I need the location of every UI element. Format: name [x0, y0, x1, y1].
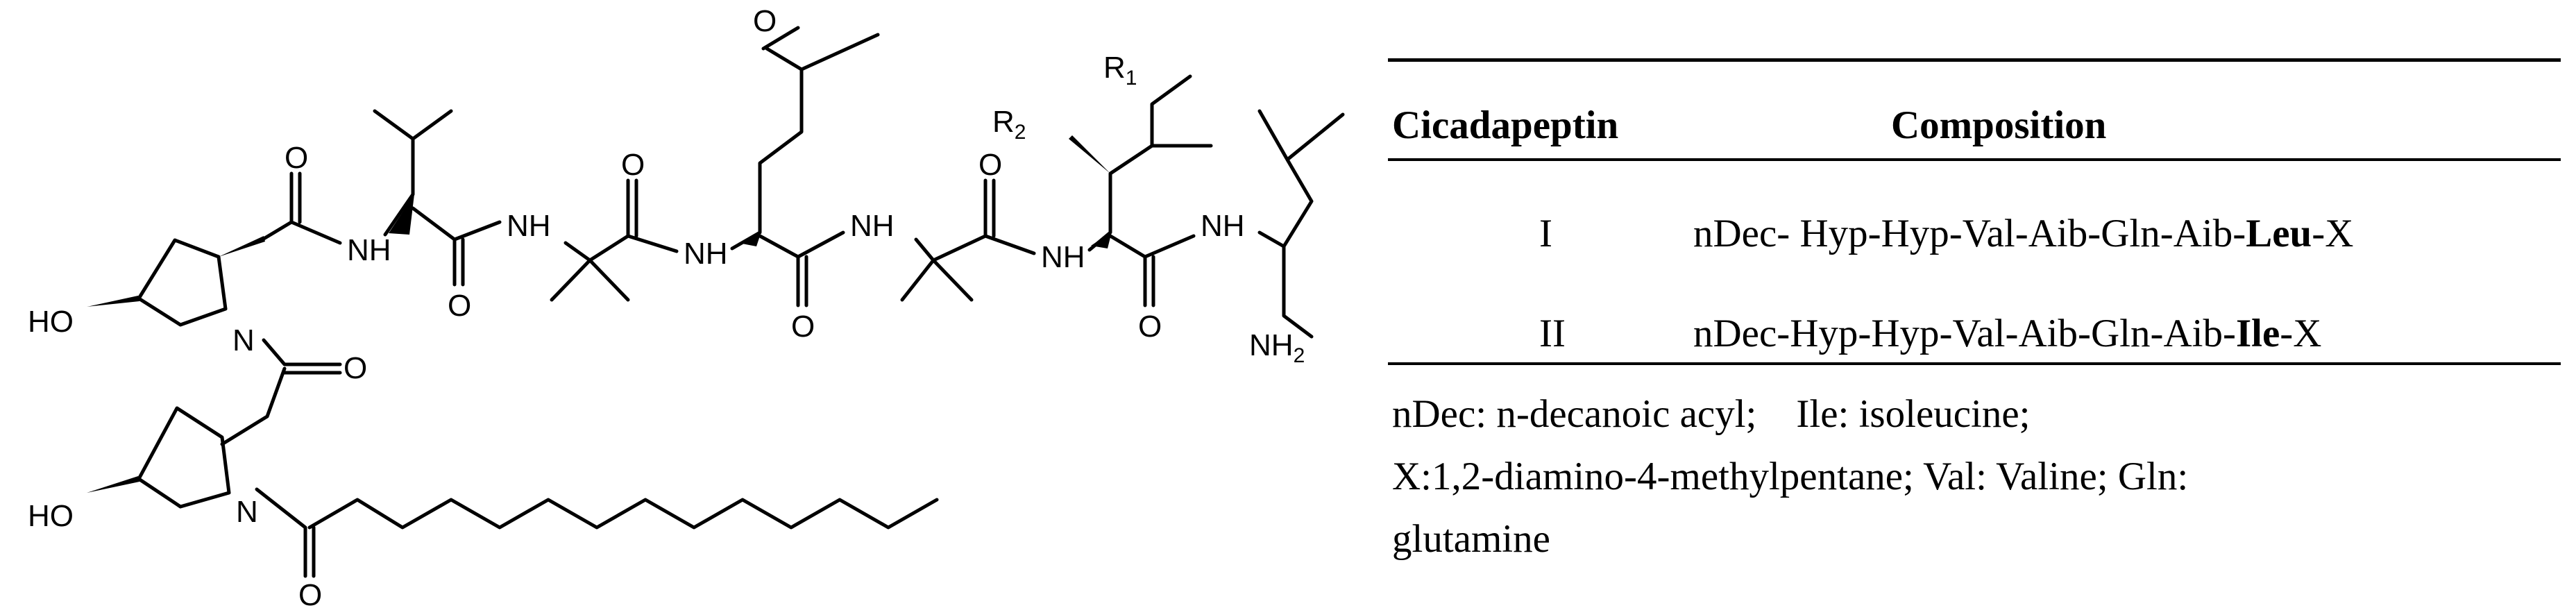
amide-nh-label-2: NH	[507, 209, 551, 243]
oxygen-label-7: O	[1138, 310, 1162, 344]
hydroxyl-label-bottom: HO	[28, 499, 74, 533]
amide-bond-4	[1108, 234, 1196, 307]
decanoyl-chain	[255, 487, 939, 578]
prolyl-carbonyl-link	[220, 338, 342, 446]
oxygen-label-3: O	[621, 148, 645, 182]
footnote-x: X:1,2-diamino-4-methylpentane;	[1392, 455, 1914, 498]
row-1-composition: nDec- Hyp-Hyp-Val-Aib-Gln-Aib-Leu-X	[1693, 214, 2353, 253]
aib-residue-1	[550, 178, 679, 302]
amide-nh-label-5: NH	[1041, 240, 1085, 274]
amide-bond-3	[758, 230, 845, 307]
diamino-methylpentane-chain	[1257, 109, 1345, 339]
amide-bond-1	[262, 171, 342, 245]
oxygen-label-5: O	[791, 310, 815, 344]
header-cicadapeptin: Cicadapeptin	[1392, 103, 1619, 147]
footnote-line-2: X:1,2-diamino-4-methylpentane; Val: Vali…	[1392, 446, 2544, 508]
lower-pyrrolidine-ring	[137, 406, 231, 509]
footnote-gln-label: Gln:	[2117, 455, 2189, 498]
row-1-residue: Leu	[2246, 212, 2312, 255]
footnote-val: Val: Valine;	[1923, 455, 2108, 498]
oxygen-label-2: O	[448, 289, 471, 323]
header-composition: Composition	[1891, 103, 2107, 147]
r2-hashed-bond	[1069, 135, 1110, 174]
oxygen-label-1: O	[285, 141, 308, 175]
chemical-structure: HO HO N N NH NH NH NH NH NH O O O O O O …	[28, 4, 1345, 608]
glutamine-carbonyl-double	[761, 26, 800, 51]
amide-nh-label-4: NH	[850, 209, 895, 243]
footnote-ndec: nDec: n-decanoic acyl;	[1392, 392, 1757, 436]
footnote-line-3: glutamine	[1392, 508, 2544, 571]
table-footnote: nDec: n-decanoic acyl; Ile: isoleucine; …	[1392, 383, 2544, 571]
aib-residue-2	[900, 178, 1036, 302]
lower-hydroxyl-hashed-bond	[87, 476, 139, 493]
row-2-id: II	[1539, 312, 1566, 355]
cicadapeptin-table: Cicadapeptin Composition I nDec- Hyp-Hyp…	[1388, 56, 2561, 576]
amide-nh-label-1: NH	[347, 233, 391, 267]
table-bottom-rule	[1388, 362, 2561, 365]
footnote-gln-definition: glutamine	[1392, 517, 1550, 561]
footnote-line-1: nDec: n-decanoic acyl; Ile: isoleucine;	[1392, 383, 2544, 446]
amide-nh-label-3: NH	[684, 237, 728, 271]
leucine-isoleucine-side-chain	[1087, 74, 1213, 252]
row-2-residue: Ile	[2235, 312, 2280, 355]
row-2-composition: nDec-Hyp-Hyp-Val-Aib-Gln-Aib-Ile-X	[1693, 314, 2321, 353]
r2-label: R2	[992, 105, 1026, 144]
upper-pyrrolidine-ring	[137, 238, 228, 327]
valine-wedge-bond	[389, 194, 414, 235]
table-top-rule	[1388, 58, 2561, 62]
terminal-amine-label: NH2	[1249, 328, 1305, 367]
oxygen-label-9: O	[298, 578, 322, 608]
footnote-ile: Ile: isoleucine;	[1796, 392, 2031, 436]
oxygen-label-4: O	[753, 4, 777, 38]
valine-side-chain	[373, 109, 453, 237]
row-2-suffix: -X	[2280, 312, 2322, 355]
upper-ring-wedge-bond	[219, 236, 265, 257]
row-1-suffix: -X	[2312, 212, 2354, 255]
row-1-prefix: nDec- Hyp-Hyp-Val-Aib-Gln-Aib-	[1693, 212, 2246, 255]
glutamine-wedge-bond	[738, 232, 761, 246]
prolyl-nitrogen-label-1: N	[232, 323, 255, 357]
upper-hydroxyl-hashed-bond	[87, 296, 139, 307]
row-2-prefix: nDec-Hyp-Hyp-Val-Aib-Gln-Aib-	[1693, 312, 2236, 355]
table-header-rule	[1388, 158, 2561, 161]
oxygen-label-8: O	[344, 351, 367, 385]
row-1-id: I	[1539, 212, 1552, 255]
prolyl-nitrogen-label-2: N	[236, 495, 258, 529]
oxygen-label-6: O	[978, 148, 1002, 182]
structure-bonds	[87, 26, 1345, 578]
amide-bond-2	[411, 206, 502, 287]
hydroxyl-label-top: HO	[28, 305, 74, 339]
structure-labels: HO HO N N NH NH NH NH NH NH O O O O O O …	[28, 4, 1305, 608]
amide-nh-label-6: NH	[1201, 209, 1245, 243]
leucine-wedge-bond	[1091, 232, 1112, 248]
r1-label: R1	[1103, 51, 1137, 90]
